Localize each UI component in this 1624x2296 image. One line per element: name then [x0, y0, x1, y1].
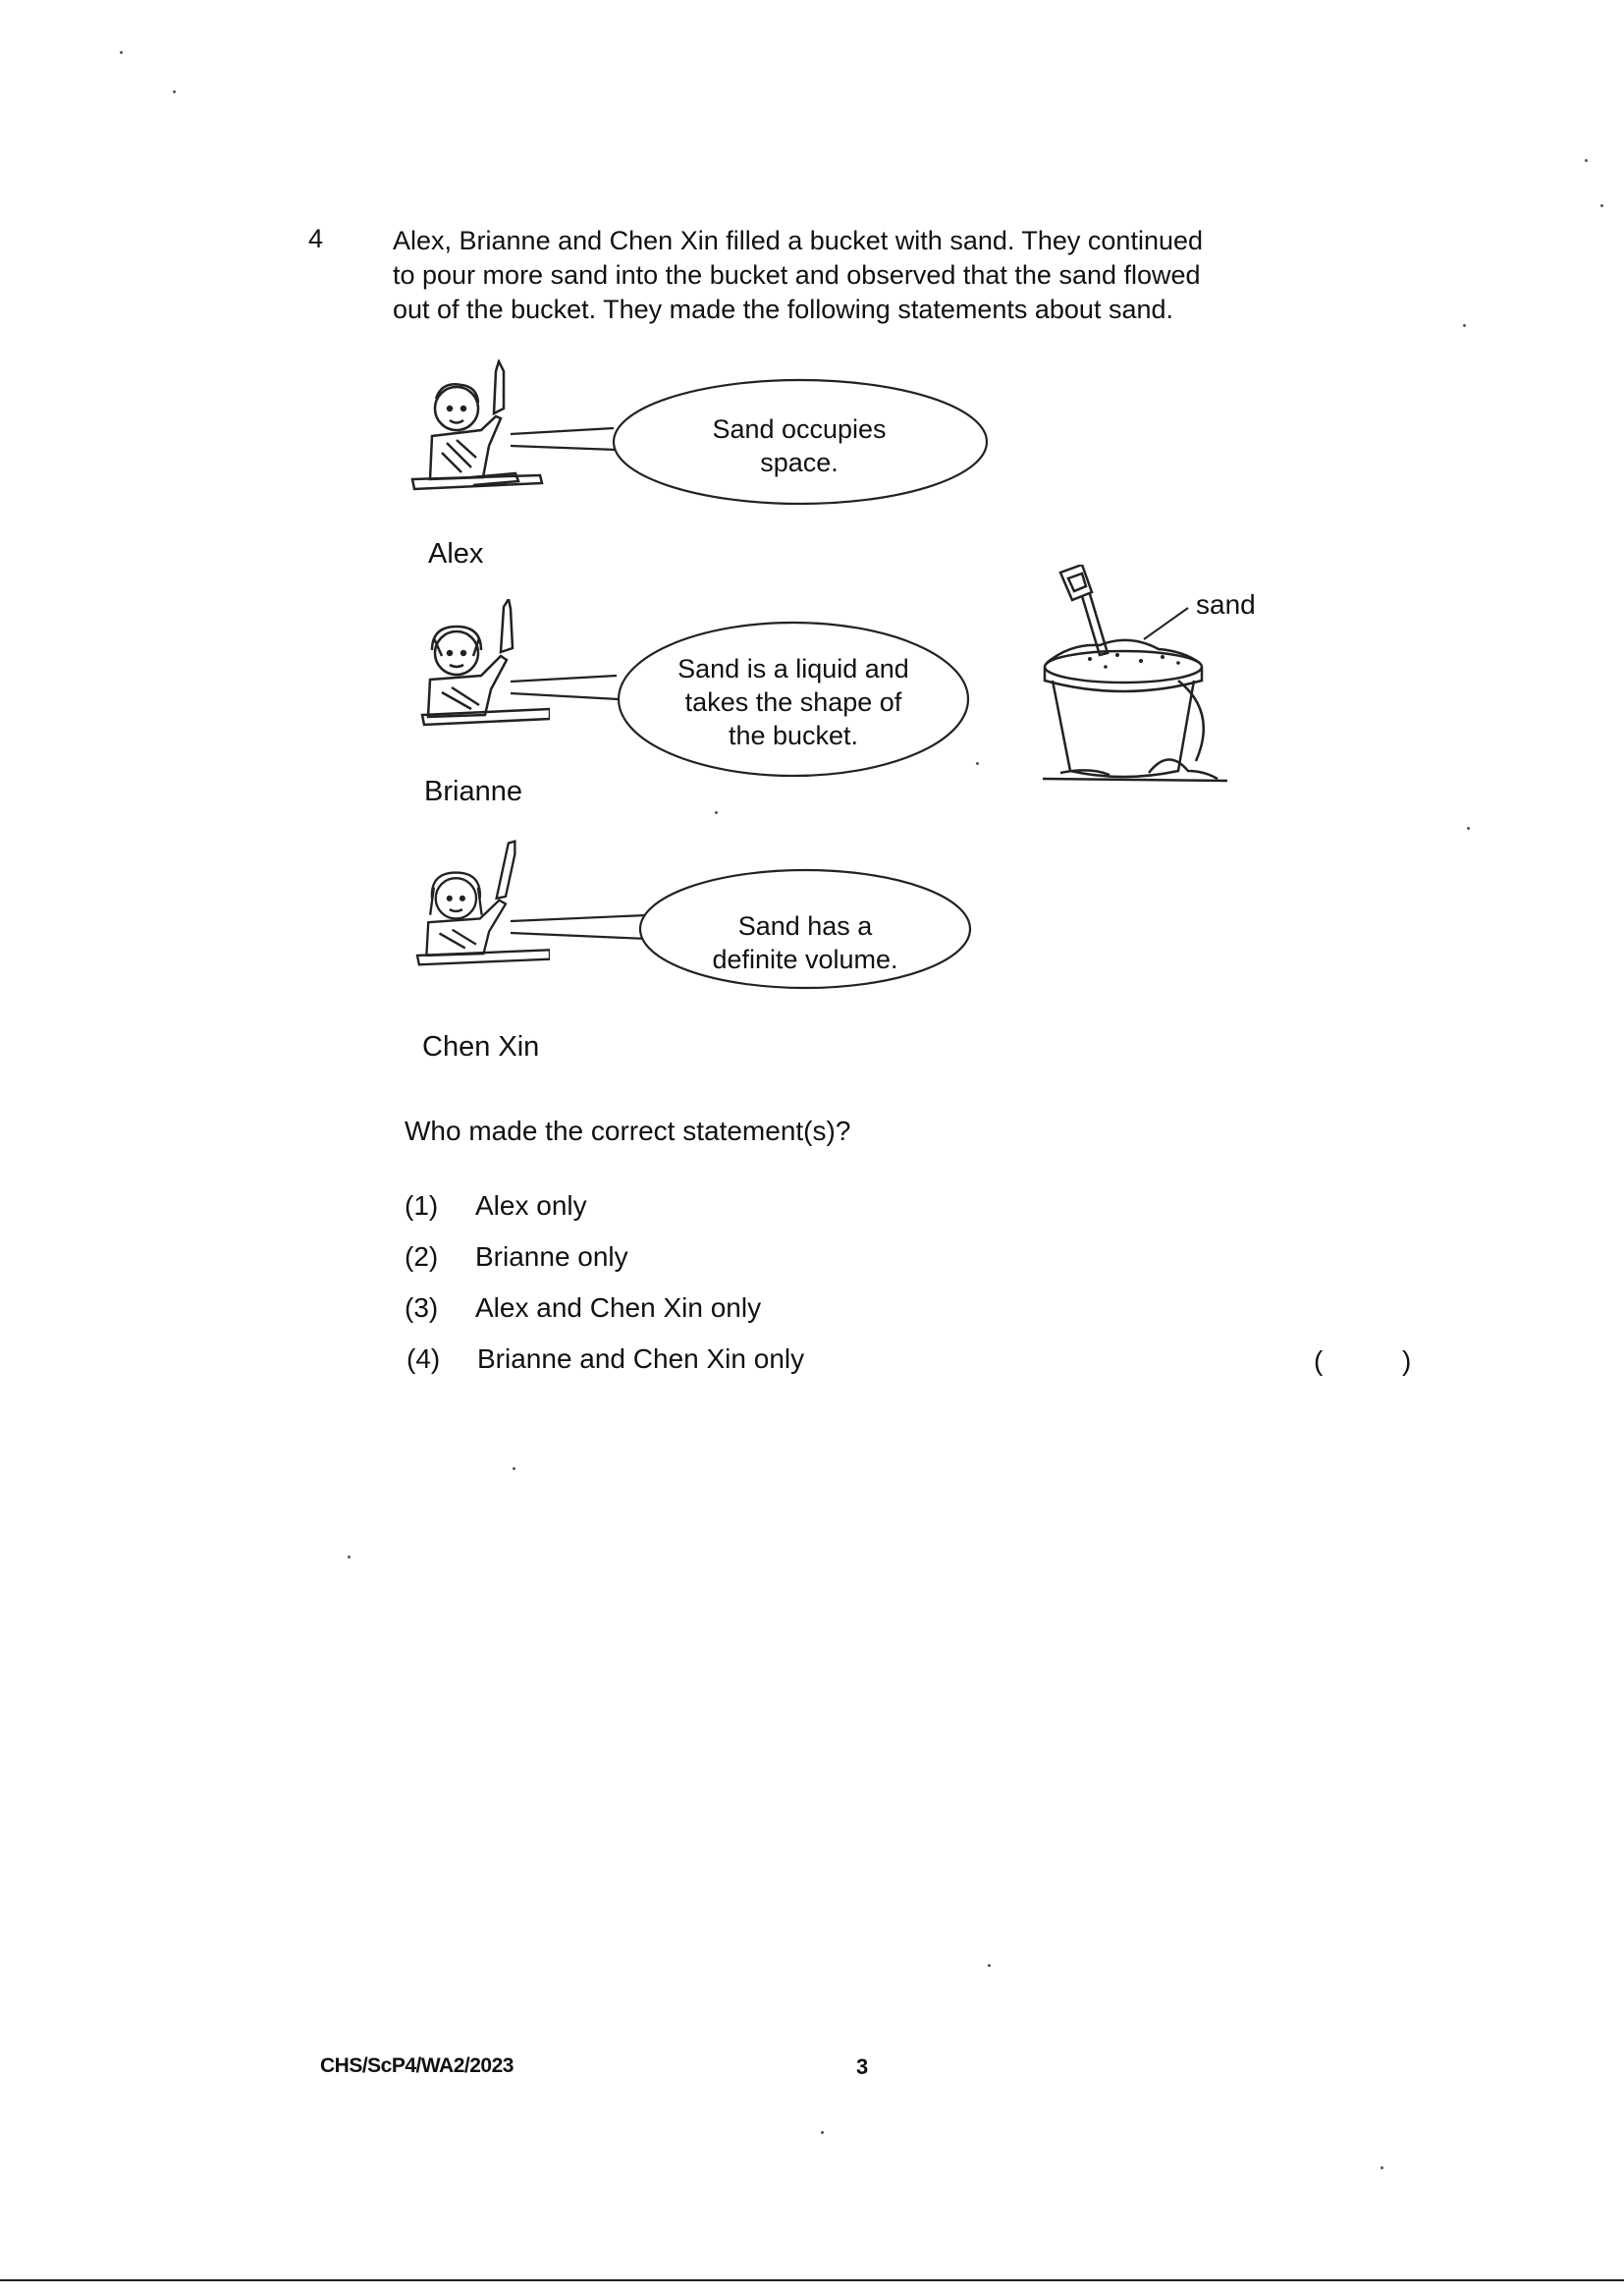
footer-page-number: 3 [856, 2054, 869, 2079]
scan-speck [821, 2131, 824, 2134]
scan-speck [1467, 827, 1470, 830]
option-1: (1)Alex only [405, 1190, 587, 1221]
answer-bracket-close: ) [1402, 1345, 1412, 1376]
scan-speck [1380, 2166, 1383, 2169]
scan-speck [1600, 204, 1603, 207]
brianne-statement: Sand is a liquid and takes the shape of … [677, 654, 909, 750]
scan-speck [348, 1556, 351, 1558]
brianne-name: Brianne [424, 776, 522, 807]
scan-speck [988, 1964, 991, 1967]
scan-speck [1585, 159, 1588, 162]
stem-line-1: Alex, Brianne and Chen Xin filled a buck… [393, 226, 1204, 255]
scan-speck [715, 811, 718, 814]
stem-line-3: out of the bucket. They made the followi… [393, 295, 1173, 324]
answer-bracket-open: ( [1314, 1345, 1324, 1376]
question-prompt: Who made the correct statement(s)? [405, 1116, 851, 1146]
question-stem: Alex, Brianne and Chen Xin filled a buck… [393, 224, 1296, 327]
stem-line-2: to pour more sand into the bucket and ob… [393, 260, 1201, 290]
chen-xin-illustration [415, 840, 550, 966]
chen-xin-statement: Sand has a definite volume. [712, 911, 898, 974]
question-number: 4 [308, 224, 324, 253]
sand-label: sand [1196, 589, 1256, 620]
option-4: (4)Brianne and Chen Xin only [406, 1343, 805, 1374]
scan-speck [1463, 324, 1466, 327]
scan-speck [120, 51, 123, 54]
brianne-illustration [420, 599, 550, 727]
brianne-speech-bubble [510, 621, 970, 778]
footer-paper-code: CHS/ScP4/WA2/2023 [320, 2054, 514, 2077]
scan-speck [976, 762, 979, 765]
option-3: (3)Alex and Chen Xin only [405, 1292, 762, 1323]
alex-statement: Sand occupies space. [712, 414, 887, 477]
bottom-rule [0, 2279, 1624, 2281]
scan-speck [173, 90, 176, 93]
alex-speech-bubble [510, 378, 989, 506]
scan-speck [513, 1467, 515, 1470]
chen-xin-name: Chen Xin [422, 1031, 540, 1063]
sand-bucket-illustration [1042, 565, 1228, 783]
option-2: (2)Brianne only [405, 1241, 628, 1272]
alex-name: Alex [428, 538, 484, 570]
alex-illustration [410, 359, 544, 491]
chen-xin-speech-bubble [510, 868, 972, 990]
